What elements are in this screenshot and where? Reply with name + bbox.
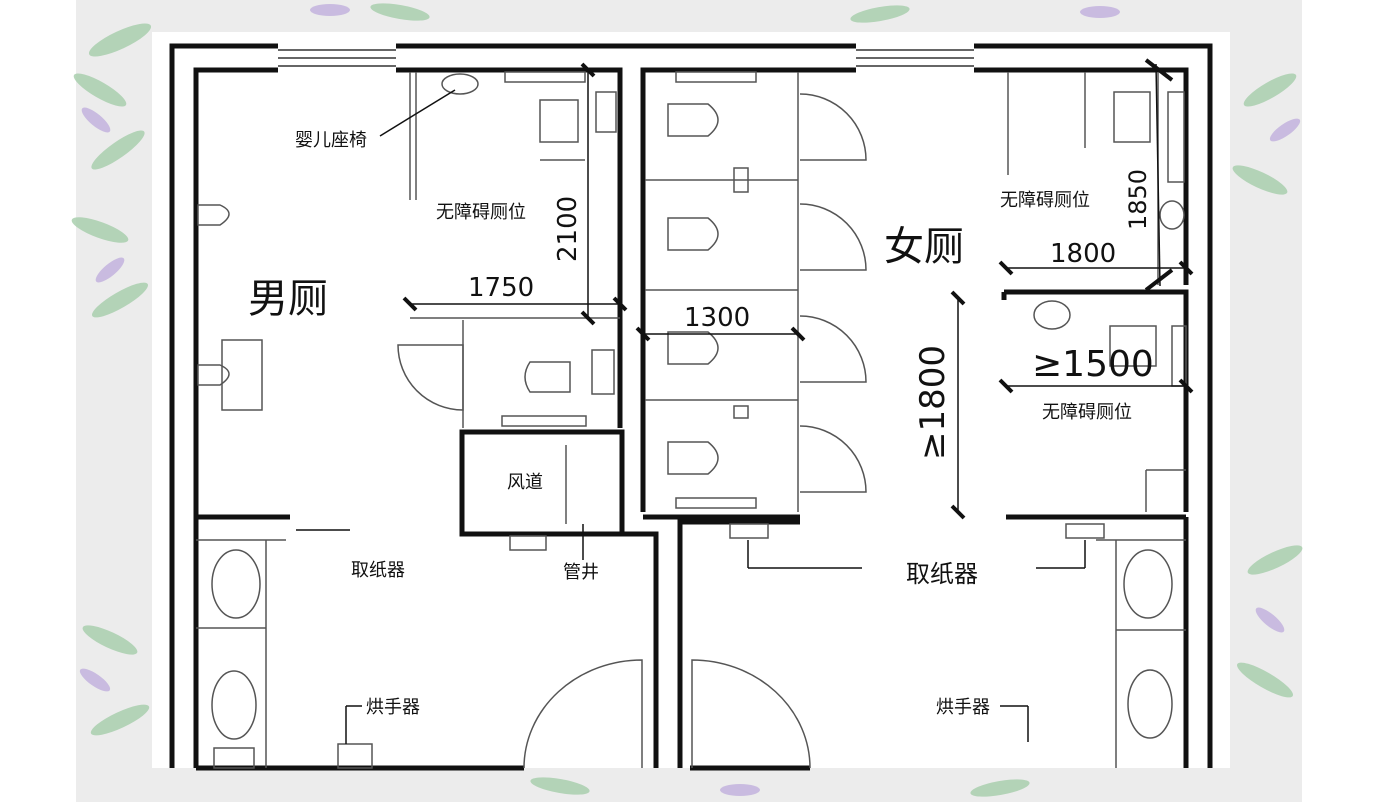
dimension-2100: 2100 bbox=[553, 196, 583, 262]
room-label-men: 男厕 bbox=[248, 276, 328, 322]
dimension-ticks bbox=[402, 58, 1194, 520]
dimension-1750: 1750 bbox=[468, 273, 534, 303]
hand-dryer-label-men: 烘手器 bbox=[366, 697, 420, 718]
dimension-1500: ≥1500 bbox=[1032, 344, 1154, 385]
fixtures bbox=[196, 71, 1187, 769]
accessible-stall-label-women-bottom: 无障碍厕位 bbox=[1042, 402, 1132, 423]
hand-dryer-label-women: 烘手器 bbox=[936, 697, 990, 718]
paper-dispenser-label-men: 取纸器 bbox=[351, 560, 405, 581]
dimension-1800-vertical: ≥1800 bbox=[913, 345, 953, 460]
accessible-stall-label-men: 无障碍厕位 bbox=[436, 202, 526, 223]
accessible-stall-label-women-top: 无障碍厕位 bbox=[1000, 190, 1090, 211]
foliage-decoration bbox=[71, 3, 1303, 797]
dimension-1850: 1850 bbox=[1124, 169, 1152, 230]
dimension-lines bbox=[296, 63, 1186, 744]
dimension-1800-women: 1800 bbox=[1050, 239, 1116, 269]
pipe-shaft-label: 管井 bbox=[563, 562, 599, 583]
baby-seat-label: 婴儿座椅 bbox=[295, 130, 367, 151]
air-duct-label: 风道 bbox=[507, 472, 543, 493]
windows bbox=[278, 49, 974, 67]
room-label-women: 女厕 bbox=[884, 224, 964, 270]
dimension-1300: 1300 bbox=[684, 303, 750, 333]
paper-dispenser-label-women: 取纸器 bbox=[906, 560, 978, 588]
